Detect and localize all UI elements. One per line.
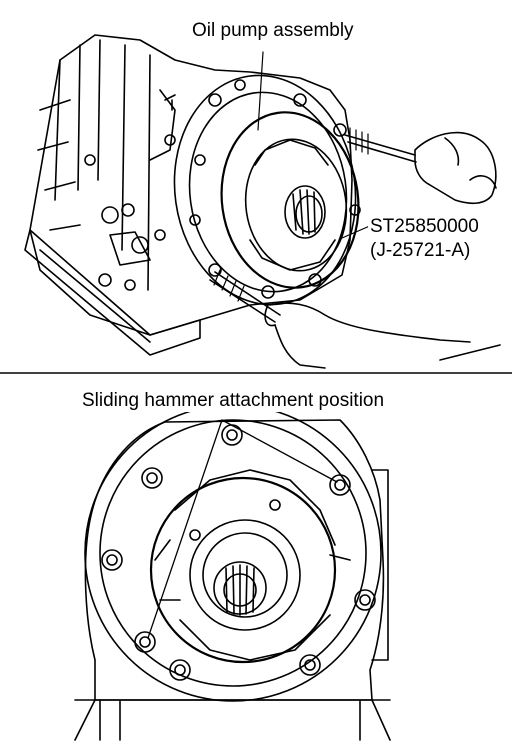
top-transmission-drawing bbox=[24, 34, 501, 369]
tool-number-label: ST25850000 bbox=[368, 216, 481, 238]
tool-alt-number-label: (J-25721-A) bbox=[368, 240, 473, 262]
oil-pump-assembly-label: Oil pump assembly bbox=[190, 20, 356, 42]
bottom-pump-front-view bbox=[74, 404, 391, 741]
sliding-hammer-position-label: Sliding hammer attachment position bbox=[80, 390, 387, 412]
